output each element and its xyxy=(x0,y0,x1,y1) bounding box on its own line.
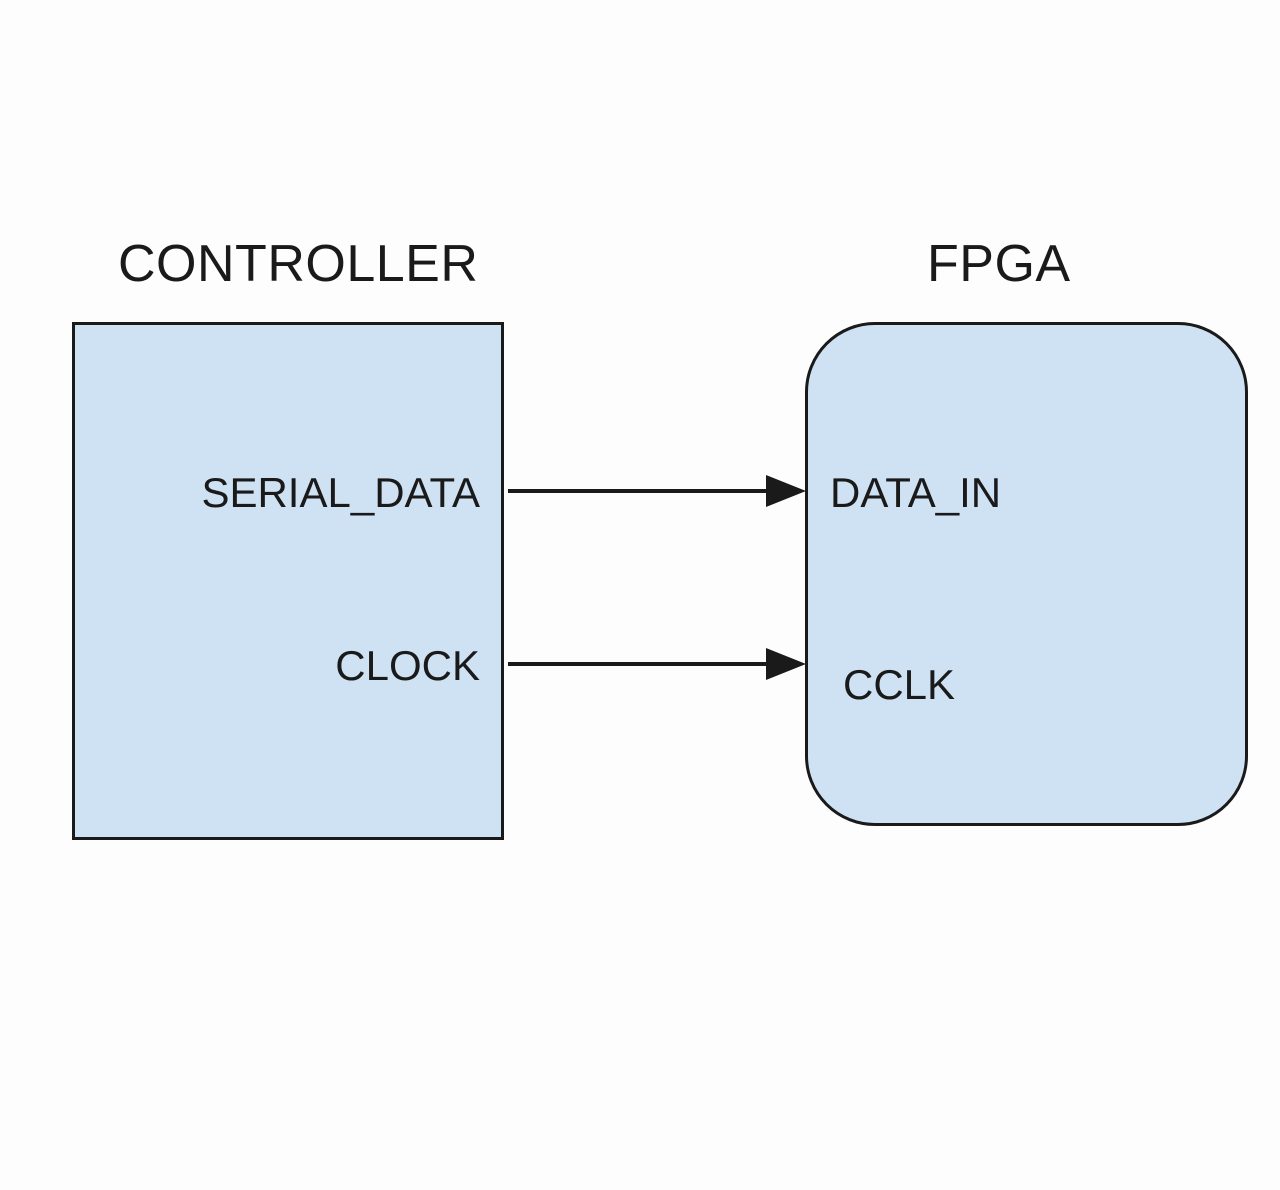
port-cclk-label: CCLK xyxy=(843,661,956,708)
port-clock-label: CLOCK xyxy=(335,642,480,689)
port-serial-data-label: SERIAL_DATA xyxy=(201,469,480,516)
arrowhead-icon xyxy=(766,648,806,680)
fpga-title: FPGA xyxy=(927,235,1071,293)
connection-clock-to-cclk xyxy=(508,648,806,680)
connection-serial-data-to-data-in xyxy=(508,475,806,507)
arrowhead-icon xyxy=(766,475,806,507)
port-data-in-label: DATA_IN xyxy=(830,469,1002,516)
controller-title: CONTROLLER xyxy=(118,235,479,293)
controller-block xyxy=(72,322,504,840)
fpga-block xyxy=(805,322,1248,826)
